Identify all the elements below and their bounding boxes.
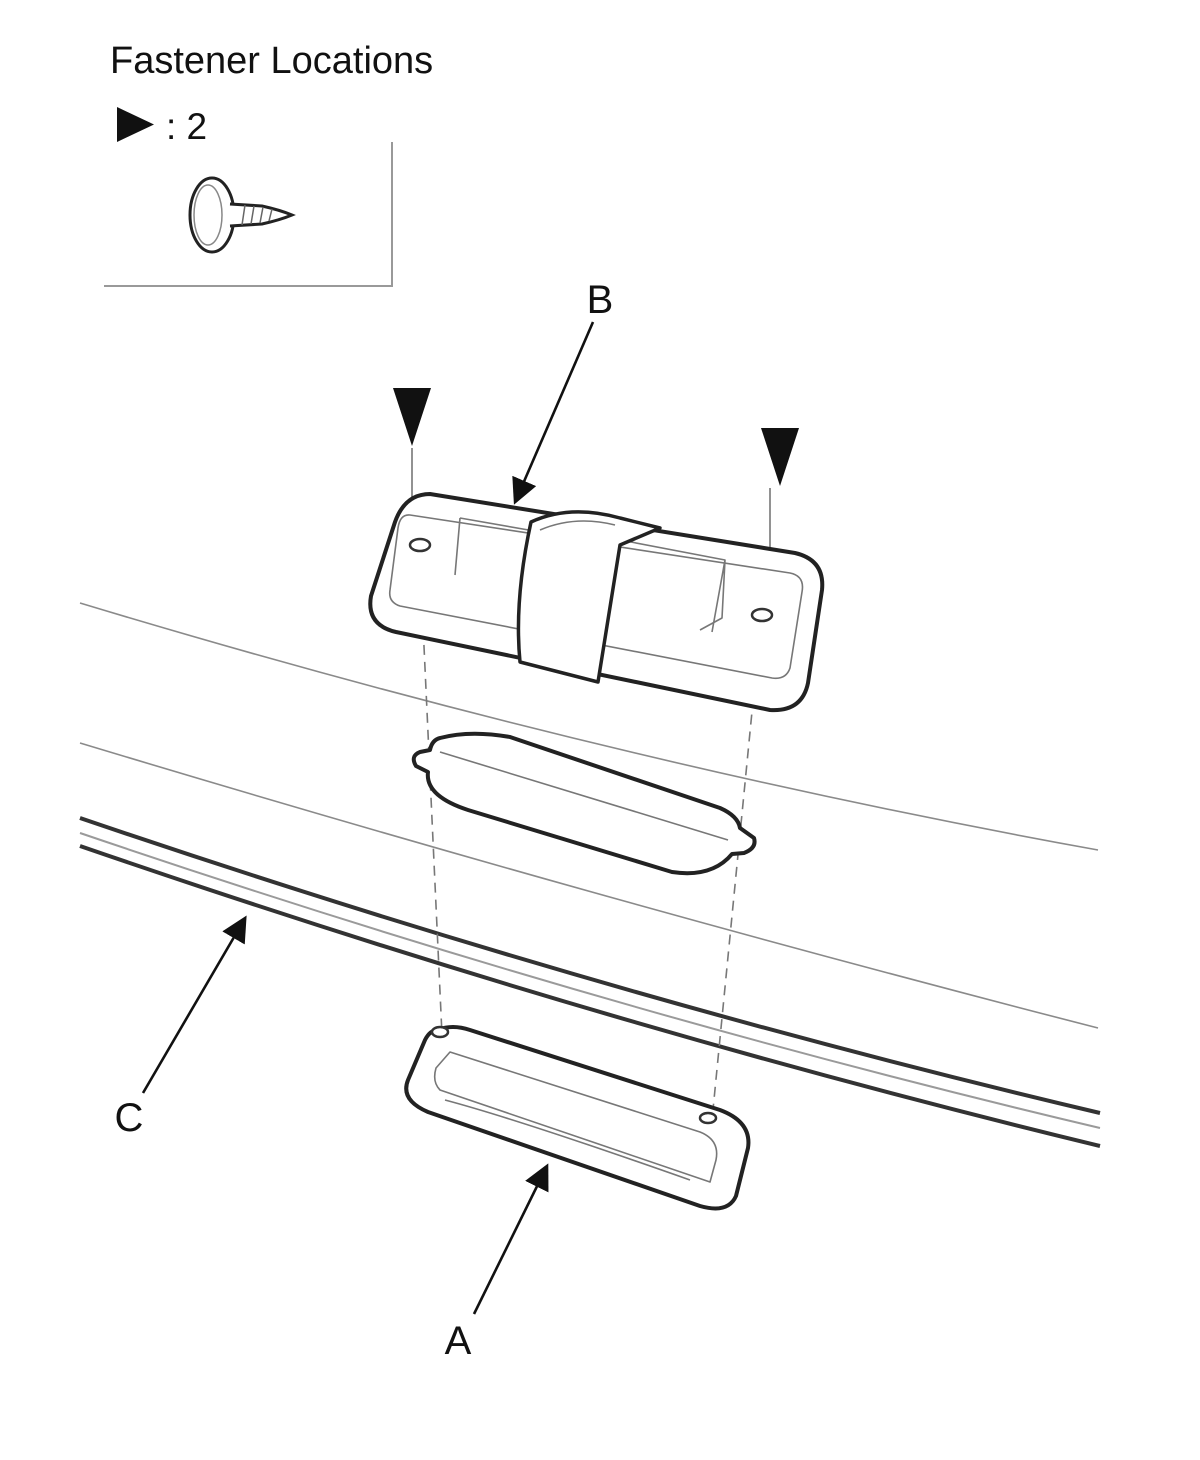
part-b-housing (368, 492, 825, 713)
part-a-light (404, 1025, 751, 1211)
fastener-legend: Fastener Locations : 2 (104, 40, 433, 287)
callout-c-label: C (115, 1096, 144, 1140)
fastener-marker-right-icon (761, 428, 799, 486)
gasket (411, 731, 757, 876)
callout-c-leader (141, 915, 247, 1094)
callout-a-leader (472, 1163, 549, 1315)
callout-b-leader (512, 321, 595, 505)
screw-icon (188, 176, 296, 254)
callout-a-label: A (445, 1319, 472, 1363)
body-panel (79, 602, 1101, 1148)
callout-b-label: B (587, 278, 614, 322)
fastener-marker-left-icon (393, 388, 431, 446)
legend-frame (104, 142, 393, 287)
triangle-marker-icon (117, 107, 154, 142)
fastener-count: : 2 (166, 106, 207, 147)
legend-title: Fastener Locations (110, 40, 433, 82)
